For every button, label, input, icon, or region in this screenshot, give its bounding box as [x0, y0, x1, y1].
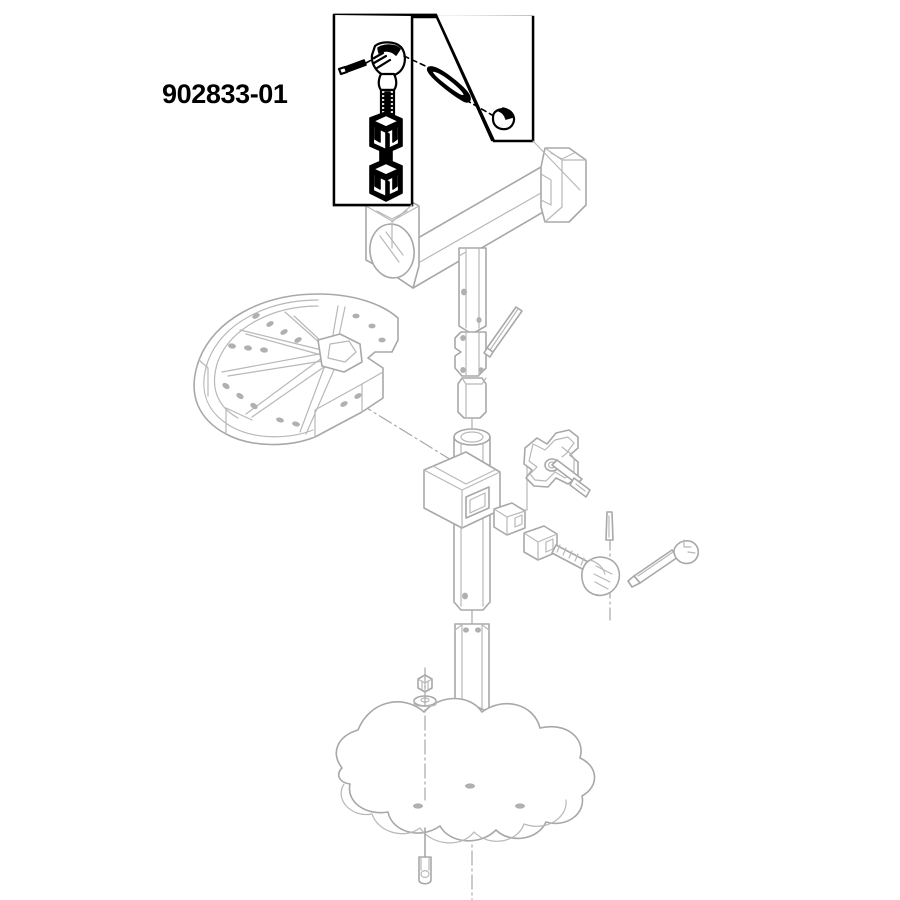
ball-handle — [627, 539, 700, 588]
page-title: 902833-01 — [162, 79, 288, 109]
small-block-a — [493, 502, 526, 536]
column-clamp-block — [423, 451, 501, 529]
ball-end-pin — [427, 66, 516, 131]
collar-pin — [483, 306, 523, 358]
bracket-pin — [551, 459, 591, 498]
tube-end-cap-right — [540, 147, 587, 223]
v-block-upper — [369, 111, 403, 154]
knurled-knob — [370, 41, 406, 92]
detail-callout — [332, 13, 535, 207]
clamp-knob — [581, 556, 621, 597]
small-block-b — [523, 525, 558, 561]
callout-leader-to-assembly — [391, 140, 581, 223]
spacer-sleeve — [457, 377, 487, 433]
column-collar — [454, 331, 487, 377]
bench-top — [335, 697, 596, 844]
mounting-bolt — [418, 827, 432, 885]
dowel-pin — [605, 511, 614, 541]
rotary-table — [193, 293, 399, 446]
upper-column-bracket — [458, 247, 487, 335]
taper-pin — [337, 59, 367, 76]
v-block-lower — [369, 158, 403, 202]
